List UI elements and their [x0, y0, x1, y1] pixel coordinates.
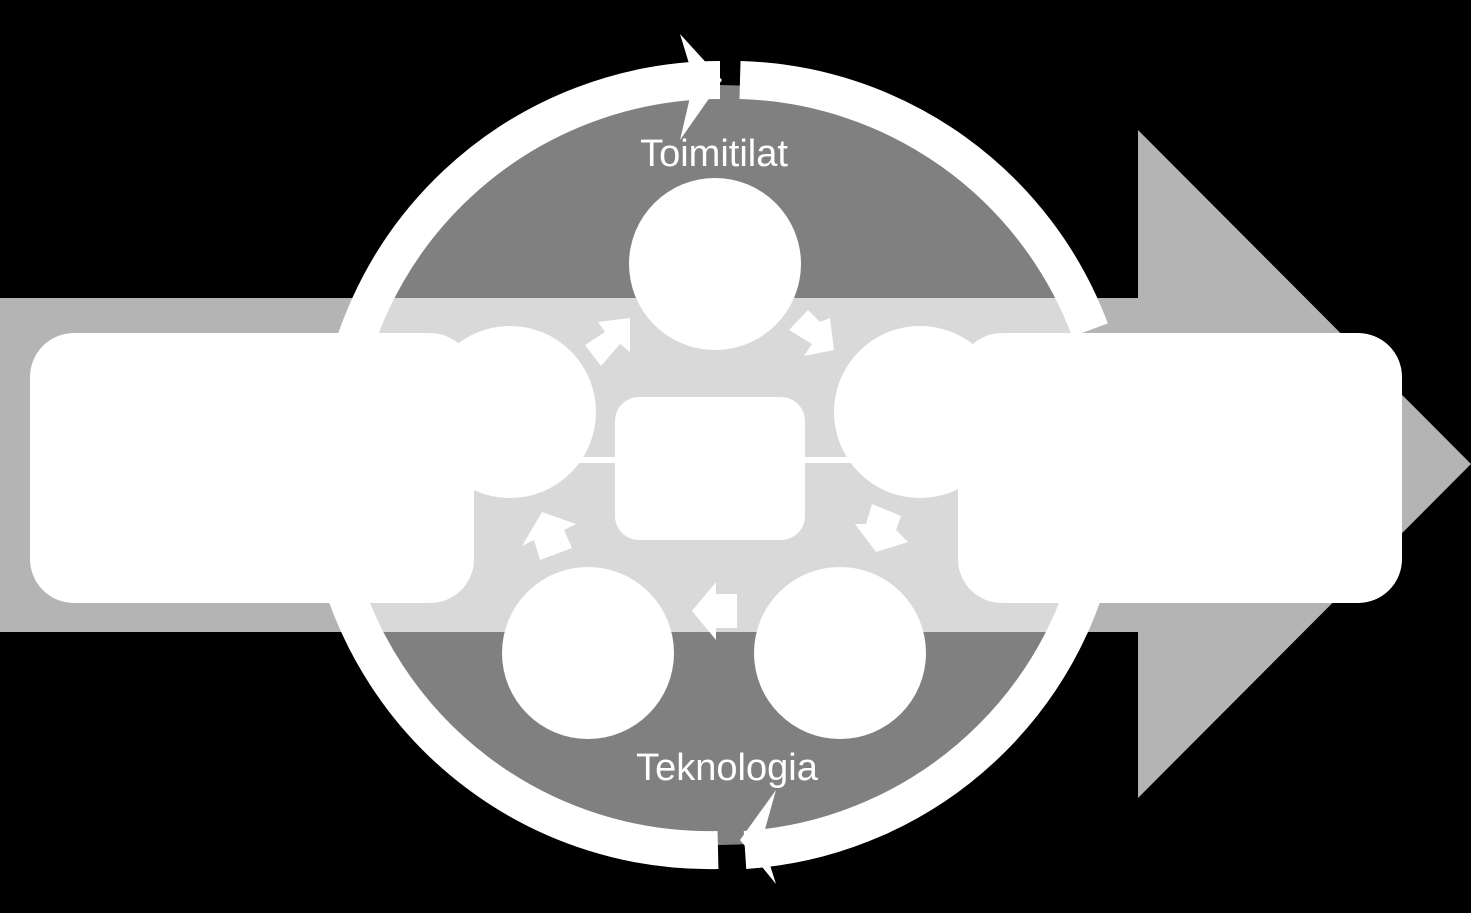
label-teknologia: Teknologia — [636, 747, 819, 789]
cycle-arrow-left-to-top-icon — [585, 318, 630, 366]
right-rounded-box — [958, 333, 1402, 603]
cycle-arrow-right-to-bottom-right-icon — [855, 504, 908, 552]
cycle-circle-bottom-left — [502, 567, 674, 739]
left-rounded-box — [30, 333, 474, 603]
cycle-circle-bottom-right — [754, 567, 926, 739]
ring-arrowhead-top-icon — [680, 34, 722, 140]
ring-arrowhead-bottom-icon — [740, 790, 776, 884]
cycle-circle-right — [834, 326, 1006, 498]
cycle-arrow-bottom-right-to-bottom-left-icon — [692, 582, 737, 640]
cycle-circle-top — [629, 178, 801, 350]
center-box — [615, 397, 805, 540]
cycle-arrow-top-to-right-icon — [789, 310, 834, 356]
cycle-arrow-bottom-left-to-left-icon — [522, 512, 576, 560]
outer-ring-bottom-left-arc — [317, 555, 719, 870]
outer-ring-top-right-arc — [739, 61, 1108, 337]
label-toimitilat: Toimitilat — [640, 133, 788, 175]
cycle-circle-left — [424, 326, 596, 498]
